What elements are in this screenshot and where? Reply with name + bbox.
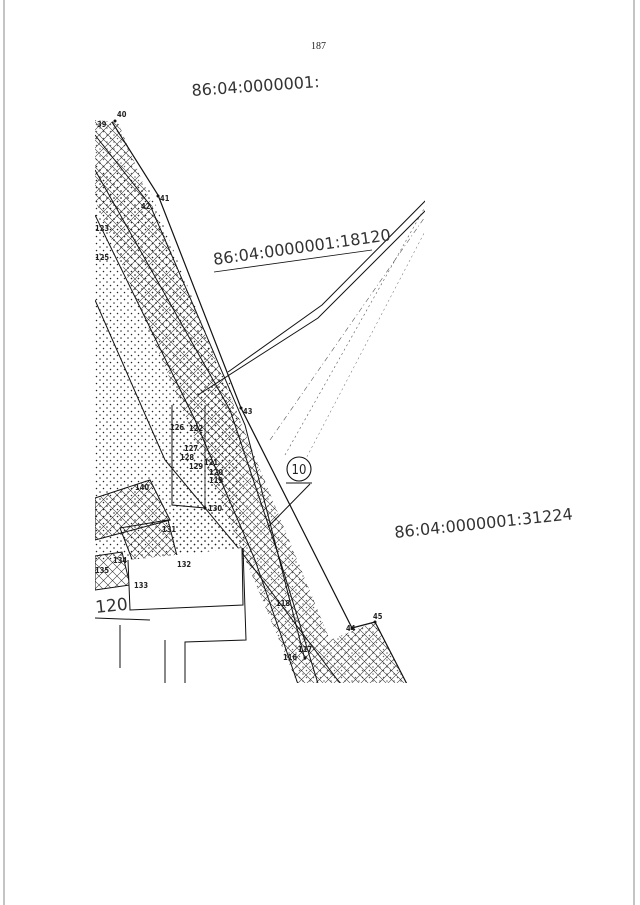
central-parcel-edge — [171, 405, 206, 509]
cadastral-number-top-cut: 86:04:0000001: — [191, 72, 320, 100]
point-42: 42 — [141, 202, 151, 211]
parcel-132-block — [127, 547, 244, 611]
point-129: 129 — [189, 462, 203, 471]
point-135: 135 — [95, 566, 109, 575]
corridor-edge-east — [111, 121, 408, 683]
point-127: 127 — [184, 444, 198, 453]
cadastral-number-right: 86:04:0000001:31224 — [393, 504, 573, 542]
point-140: 140 — [135, 483, 149, 492]
dotted-guide-line-2 — [299, 230, 425, 471]
point-117: 117 — [298, 645, 312, 654]
dotted-guide-line — [284, 206, 425, 456]
parcel-boundary-south — [184, 547, 247, 683]
vertex-marker — [239, 406, 243, 410]
point-130: 130 — [208, 504, 222, 513]
dotted-corridor — [95, 120, 407, 683]
cadastral-number-bottom-left-cut: 120 — [94, 595, 128, 618]
cut-line-120 — [95, 617, 151, 621]
vertex-marker — [373, 620, 377, 624]
corridor-inner-line-2 — [95, 169, 319, 683]
point-45: 45 — [373, 612, 383, 621]
plot-marker-number: 10 — [292, 463, 307, 478]
point-116: 116 — [283, 653, 297, 662]
vertex-marker — [113, 119, 117, 123]
point-118: 118 — [276, 599, 290, 608]
point-125: 125 — [95, 253, 109, 262]
vertex-marker — [350, 626, 354, 630]
vertex-marker — [203, 506, 207, 510]
road-label-underline — [213, 249, 373, 273]
point-133: 133 — [134, 581, 148, 590]
point-126: 126 — [170, 423, 184, 432]
page-number: 187 — [311, 41, 326, 52]
corridor-inner-line-4 — [95, 299, 341, 683]
plot-marker-circle — [286, 456, 312, 482]
road-line-south — [197, 210, 425, 396]
point-41: 41 — [160, 194, 170, 203]
dashed-guide-line — [269, 216, 425, 441]
point-122: 122 — [189, 424, 203, 433]
point-128: 128 — [180, 453, 194, 462]
point-119: 119 — [209, 476, 223, 485]
point-134: 134 — [113, 556, 127, 565]
road-line-north — [227, 200, 425, 373]
point-132: 132 — [177, 560, 191, 569]
plot-marker-leader — [267, 483, 311, 528]
corridor-inner-line — [95, 134, 306, 661]
vertex-marker — [303, 656, 307, 660]
vertex-marker — [156, 194, 160, 198]
point-43: 43 — [243, 407, 253, 416]
point-131: 131 — [162, 525, 176, 534]
corridor-inner-line-3 — [95, 214, 299, 683]
point-121: 121 — [204, 458, 218, 467]
point-120: 120 — [209, 468, 223, 477]
point-39: 39 — [97, 120, 107, 129]
point-40: 40 — [117, 110, 127, 119]
point-123: 123 — [95, 224, 109, 233]
